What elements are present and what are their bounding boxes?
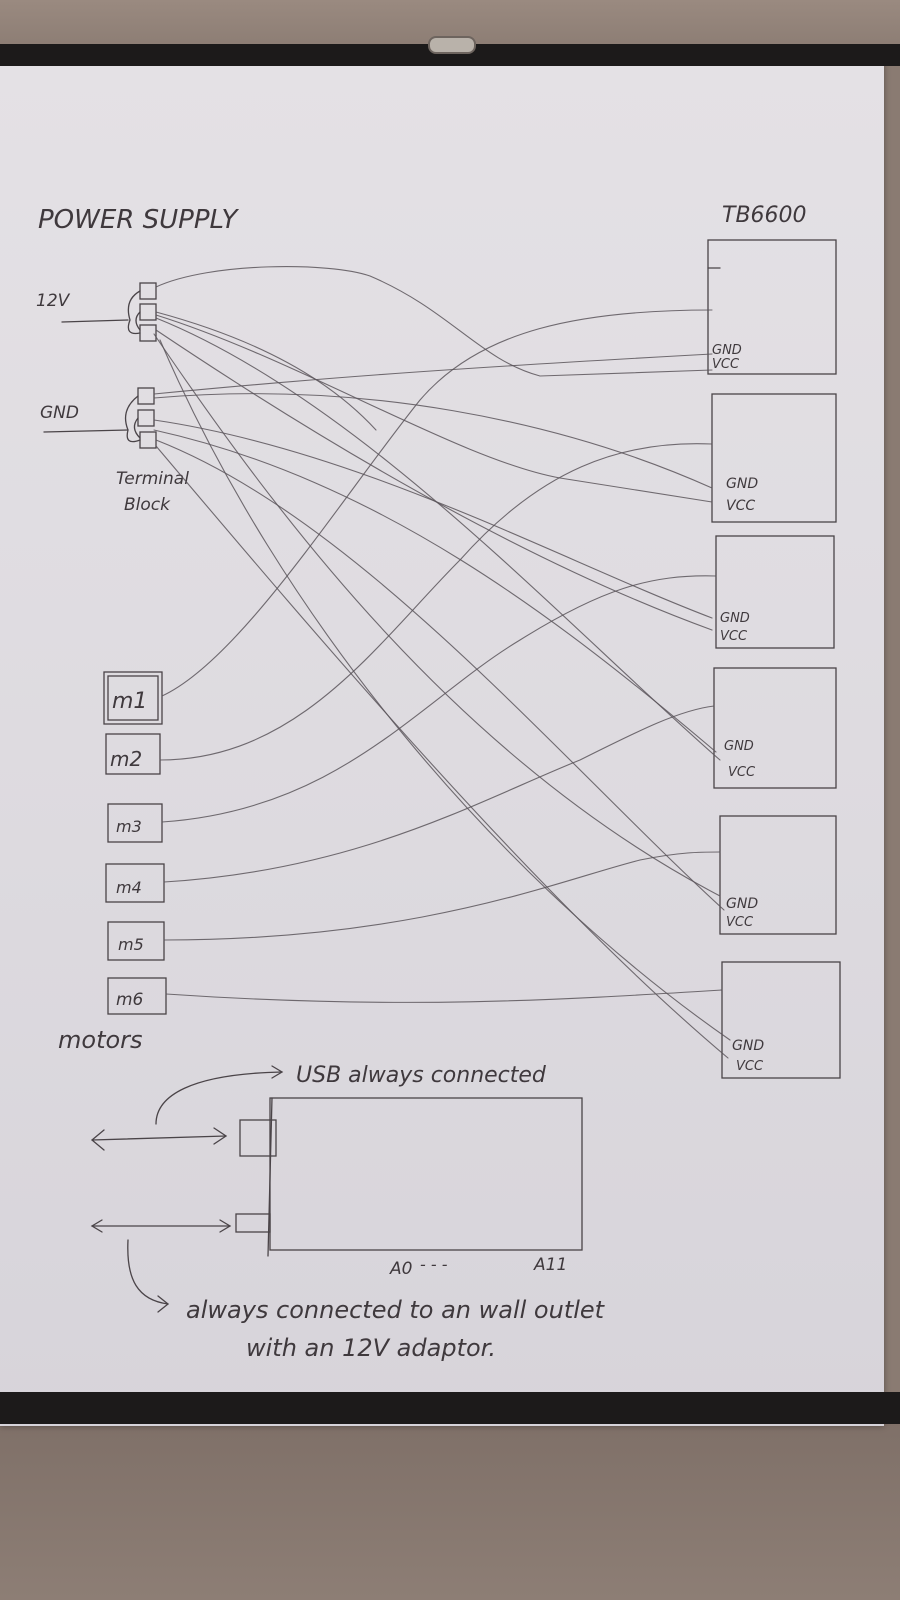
- driver-5-vcc: VCC: [726, 915, 754, 930]
- driver-6-vcc: VCC: [736, 1059, 764, 1074]
- svg-text:m5: m5: [118, 935, 144, 954]
- svg-text:m4: m4: [116, 878, 142, 897]
- label-gnd: GND: [40, 403, 79, 423]
- supply-line-gnd: [43, 429, 129, 433]
- outlet-note-line2: with an 12V adaptor.: [246, 1334, 496, 1362]
- clipboard-frame-bottom: [0, 1392, 900, 1424]
- driver-3: GND VCC: [715, 535, 835, 649]
- power-supply-title: POWER SUPPLY: [38, 205, 239, 235]
- usb-port: [239, 1119, 277, 1157]
- motor-5: m5: [107, 921, 165, 961]
- svg-text:m6: m6: [116, 990, 144, 1010]
- terminal-block-label-line1: Terminal: [116, 469, 189, 489]
- driver-2: GND VCC: [711, 393, 837, 523]
- pin-a11-label: A11: [533, 1255, 567, 1275]
- motor-2: m2: [105, 733, 161, 775]
- driver-1: GND VCC: [707, 239, 837, 375]
- paper-sheet: [0, 62, 884, 1426]
- power-jack: [235, 1213, 271, 1233]
- motor-6: m6: [107, 977, 167, 1015]
- terminal-block-label-line2: Block: [124, 495, 171, 515]
- terminal-block-gnd: [124, 387, 157, 449]
- motor-4: m4: [105, 863, 165, 903]
- driver-1-gnd: GND: [712, 343, 742, 358]
- pin-a0-label: A0: [389, 1259, 412, 1279]
- supply-line-12v: [61, 319, 129, 323]
- pin-separator: - - -: [420, 1255, 448, 1274]
- svg-text:m3: m3: [116, 817, 142, 836]
- terminal-block-12v: [127, 282, 157, 342]
- svg-text:m2: m2: [110, 747, 142, 771]
- driver-6-gnd: GND: [732, 1038, 764, 1054]
- power-wires: [153, 266, 731, 1059]
- driver-5: GND VCC: [719, 815, 837, 935]
- tb6600-title: TB6600: [722, 203, 807, 228]
- wood-background-bottom: [0, 1420, 900, 1600]
- motor-1: m1: [103, 671, 163, 725]
- driver-1-vcc: VCC: [712, 357, 740, 372]
- driver-4-vcc: VCC: [728, 765, 756, 780]
- outlet-annotation: always connected to an wall outlet with …: [90, 1219, 606, 1362]
- label-12v: 12V: [36, 291, 71, 311]
- driver-6: GND VCC: [721, 961, 841, 1079]
- driver-2-vcc: VCC: [726, 498, 755, 514]
- driver-3-vcc: VCC: [720, 629, 748, 644]
- usb-note: USB always connected: [296, 1063, 547, 1088]
- driver-4-gnd: GND: [724, 739, 754, 754]
- svg-text:m1: m1: [112, 689, 147, 714]
- motors-label: motors: [58, 1026, 143, 1054]
- clipboard-frame-top: [0, 44, 900, 66]
- motor-3: m3: [107, 803, 163, 843]
- driver-3-gnd: GND: [720, 611, 750, 626]
- outlet-note-line1: always connected to an wall outlet: [186, 1296, 606, 1324]
- usb-annotation: USB always connected: [90, 1063, 547, 1151]
- arduino-board: A0 - - - A11: [235, 1097, 583, 1279]
- driver-5-gnd: GND: [726, 896, 758, 912]
- driver-4: GND VCC: [713, 667, 837, 789]
- driver-2-gnd: GND: [726, 476, 758, 492]
- clipboard-clip: [428, 36, 476, 54]
- motor-wires: [159, 309, 723, 1003]
